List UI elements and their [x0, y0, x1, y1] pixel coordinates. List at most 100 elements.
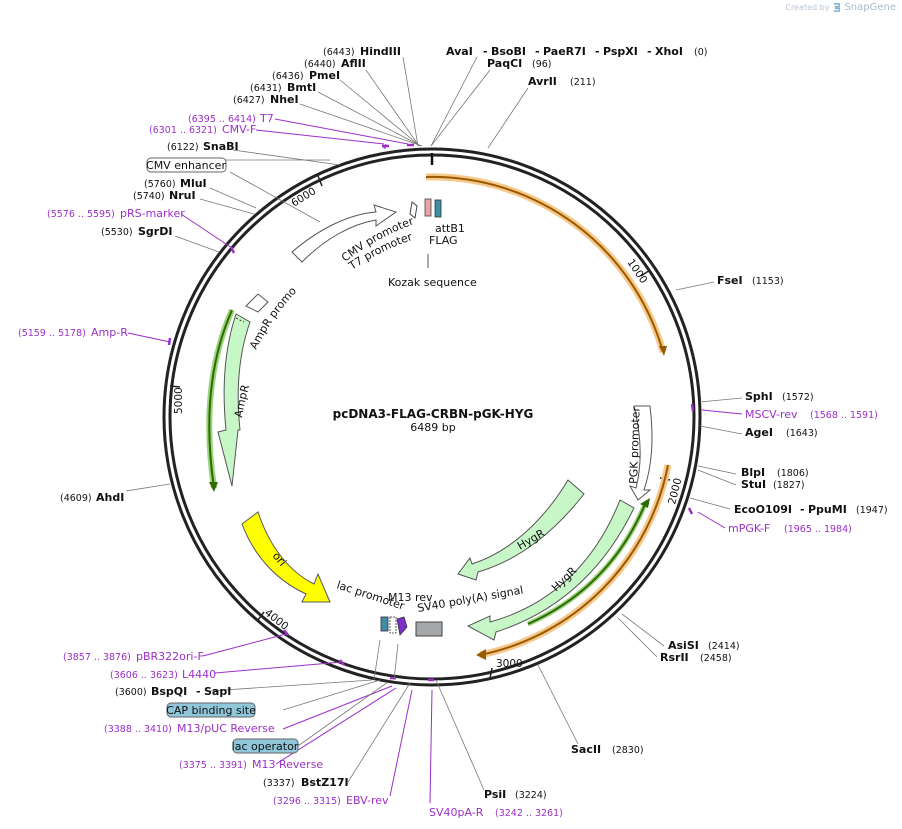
svg-text:(3857 .. 3876): (3857 .. 3876) — [63, 652, 131, 663]
feature-box-lac-operator[interactable]: lac operator — [232, 738, 299, 754]
svg-text:PaeR7I: PaeR7I — [543, 45, 586, 58]
svg-text:PspXI: PspXI — [603, 45, 638, 58]
feature-ampr-promoter — [245, 293, 269, 313]
primer-sv40pa-r[interactable]: SV40pA-R (3242 .. 3261) — [429, 806, 563, 819]
svg-text:AvaI: AvaI — [446, 45, 473, 58]
svg-text:(211): (211) — [570, 77, 596, 88]
enzyme-stui[interactable]: StuI (1827) — [741, 478, 805, 491]
svg-text:NruI: NruI — [169, 189, 196, 202]
svg-text:(5760): (5760) — [144, 179, 176, 190]
enzyme-asisi[interactable]: AsiSI (2414) — [668, 639, 740, 652]
svg-text:StuI: StuI — [741, 478, 766, 491]
svg-text:XhoI: XhoI — [655, 45, 683, 58]
enzyme-nrui[interactable]: (5740) NruI — [133, 189, 196, 202]
svg-text:Amp-R: Amp-R — [91, 326, 128, 339]
enzyme-pmei[interactable]: (6436) PmeI — [272, 69, 340, 82]
leader-lines-primers — [127, 118, 743, 804]
enzyme-ahdi[interactable]: (4609) AhdI — [60, 491, 124, 504]
orf-arrowhead-bottom — [476, 649, 486, 660]
primer-prs-marker[interactable]: (5576 .. 5595) pRS-marker — [47, 207, 185, 220]
enzyme-top-row[interactable]: AvaI - BsoBI - PaeR7I - PspXI - XhoI (0) — [446, 45, 707, 58]
svg-text:(3296 .. 3315): (3296 .. 3315) — [273, 796, 341, 807]
svg-text:BsoBI: BsoBI — [491, 45, 526, 58]
svg-text:(6395 .. 6414): (6395 .. 6414) — [188, 114, 256, 125]
svg-text:mPGK-F: mPGK-F — [728, 522, 770, 535]
enzyme-nhei[interactable]: (6427) NheI — [233, 93, 299, 106]
svg-text:lac operator: lac operator — [232, 740, 299, 753]
primer-mpgk-f[interactable]: mPGK-F (1965 .. 1984) — [728, 522, 852, 535]
feature-box-cmv-enhancer[interactable]: CMV enhancer — [146, 157, 227, 173]
svg-text:(0): (0) — [694, 47, 707, 58]
svg-text:5000: 5000 — [173, 387, 185, 414]
feature-hygr-2 — [466, 499, 635, 641]
feature-pgk-promoter — [628, 405, 653, 501]
primer-t7[interactable]: (6395 .. 6414) T7 — [188, 112, 274, 125]
enzyme-bmti[interactable]: (6431) BmtI — [250, 81, 316, 94]
primer-m13-reverse[interactable]: (3375 .. 3391) M13 Reverse — [179, 758, 323, 771]
snapgene-logo-icon — [834, 3, 841, 12]
svg-text:(6122): (6122) — [167, 142, 199, 153]
svg-text:AsiSI: AsiSI — [668, 639, 699, 652]
primer-amp-r[interactable]: (5159 .. 5178) Amp-R — [18, 326, 128, 339]
svg-text:AhdI: AhdI — [96, 491, 124, 504]
enzyme-mlui[interactable]: (5760) MluI — [144, 177, 207, 190]
primer-mscv-rev[interactable]: MSCV-rev (1568 .. 1591) — [745, 408, 878, 421]
enzyme-agei[interactable]: AgeI (1643) — [745, 426, 818, 439]
svg-text:pRS-marker: pRS-marker — [120, 207, 185, 220]
label-kozak: Kozak sequence — [388, 276, 477, 289]
svg-text:SnaBI: SnaBI — [203, 140, 239, 153]
label-pgk-promoter: PGK promoter — [627, 406, 643, 484]
tick-3000: 3000 — [489, 658, 523, 679]
svg-text:(1153): (1153) — [752, 276, 784, 287]
svg-text:(4609): (4609) — [60, 493, 92, 504]
enzyme-hindiii[interactable]: (6443) HindIII — [323, 45, 401, 58]
svg-text:(3242 .. 3261): (3242 .. 3261) — [495, 808, 563, 819]
svg-text:(3388 .. 3410): (3388 .. 3410) — [104, 724, 172, 735]
primer-ebv-rev[interactable]: (3296 .. 3315) EBV-rev — [273, 794, 389, 807]
svg-text:BstZ17I: BstZ17I — [301, 776, 349, 789]
svg-text:(5740): (5740) — [133, 191, 165, 202]
svg-text:AvrII: AvrII — [528, 75, 557, 88]
enzyme-sgrdi[interactable]: (5530) SgrDI — [101, 225, 172, 238]
enzyme-snabi[interactable]: (6122) SnaBI — [167, 140, 239, 153]
feature-box-cap-site[interactable]: CAP binding site — [166, 702, 256, 718]
enzyme-aflii[interactable]: (6440) AflII — [304, 57, 366, 70]
watermark-prefix: Created by — [785, 3, 830, 12]
enzyme-bsp-row[interactable]: (3600) BspQI - SapI — [115, 685, 231, 698]
svg-text:PmeI: PmeI — [309, 69, 340, 82]
feature-lac-operator-box — [389, 616, 397, 634]
enzyme-sphi[interactable]: SphI (1572) — [745, 390, 814, 403]
enzyme-rsrii[interactable]: RsrII (2458) — [660, 651, 732, 664]
enzyme-avrii[interactable]: AvrII (211) — [528, 75, 596, 88]
svg-text:L4440: L4440 — [182, 668, 216, 681]
svg-text:RsrII: RsrII — [660, 651, 689, 664]
primer-cmv-f[interactable]: (6301 .. 6321) CMV-F — [149, 123, 256, 136]
label-flag: FLAG — [429, 234, 458, 247]
enzyme-bstz17i[interactable]: (3337) BstZ17I — [263, 776, 349, 789]
enzyme-eco-row[interactable]: EcoO109I - PpuMI (1947) — [734, 503, 888, 516]
svg-text:(2458): (2458) — [700, 653, 732, 664]
svg-text:HindIII: HindIII — [360, 45, 401, 58]
feature-flag — [434, 199, 442, 218]
primer-m13-puc-reverse[interactable]: (3388 .. 3410) M13/pUC Reverse — [104, 722, 275, 735]
enzyme-fsei[interactable]: FseI (1153) — [717, 274, 784, 287]
svg-text:T7: T7 — [259, 112, 274, 125]
svg-text:AflII: AflII — [341, 57, 366, 70]
svg-text:FseI: FseI — [717, 274, 743, 287]
primer-pbr322ori-f[interactable]: (3857 .. 3876) pBR322ori-F — [63, 650, 204, 663]
svg-text:(6440): (6440) — [304, 59, 336, 70]
primer-l4440[interactable]: (3606 .. 3623) L4440 — [110, 668, 216, 681]
svg-text:MluI: MluI — [180, 177, 207, 190]
svg-text:EcoO109I: EcoO109I — [734, 503, 792, 516]
label-attb1: attB1 — [435, 222, 465, 235]
enzyme-psii[interactable]: PsiI (3224) — [484, 788, 547, 801]
svg-text:(1643): (1643) — [786, 428, 818, 439]
enzyme-blpi[interactable]: BlpI (1806) — [741, 466, 809, 479]
feature-ori — [241, 511, 331, 603]
svg-text:SV40pA-R: SV40pA-R — [429, 806, 484, 819]
svg-text:(1947): (1947) — [856, 505, 888, 516]
enzyme-sacii[interactable]: SacII (2830) — [571, 743, 644, 756]
feature-lac-promoter-box — [380, 616, 389, 632]
svg-text:2000: 2000 — [666, 477, 684, 506]
enzyme-paqci[interactable]: PaqCI (96) — [487, 57, 552, 70]
